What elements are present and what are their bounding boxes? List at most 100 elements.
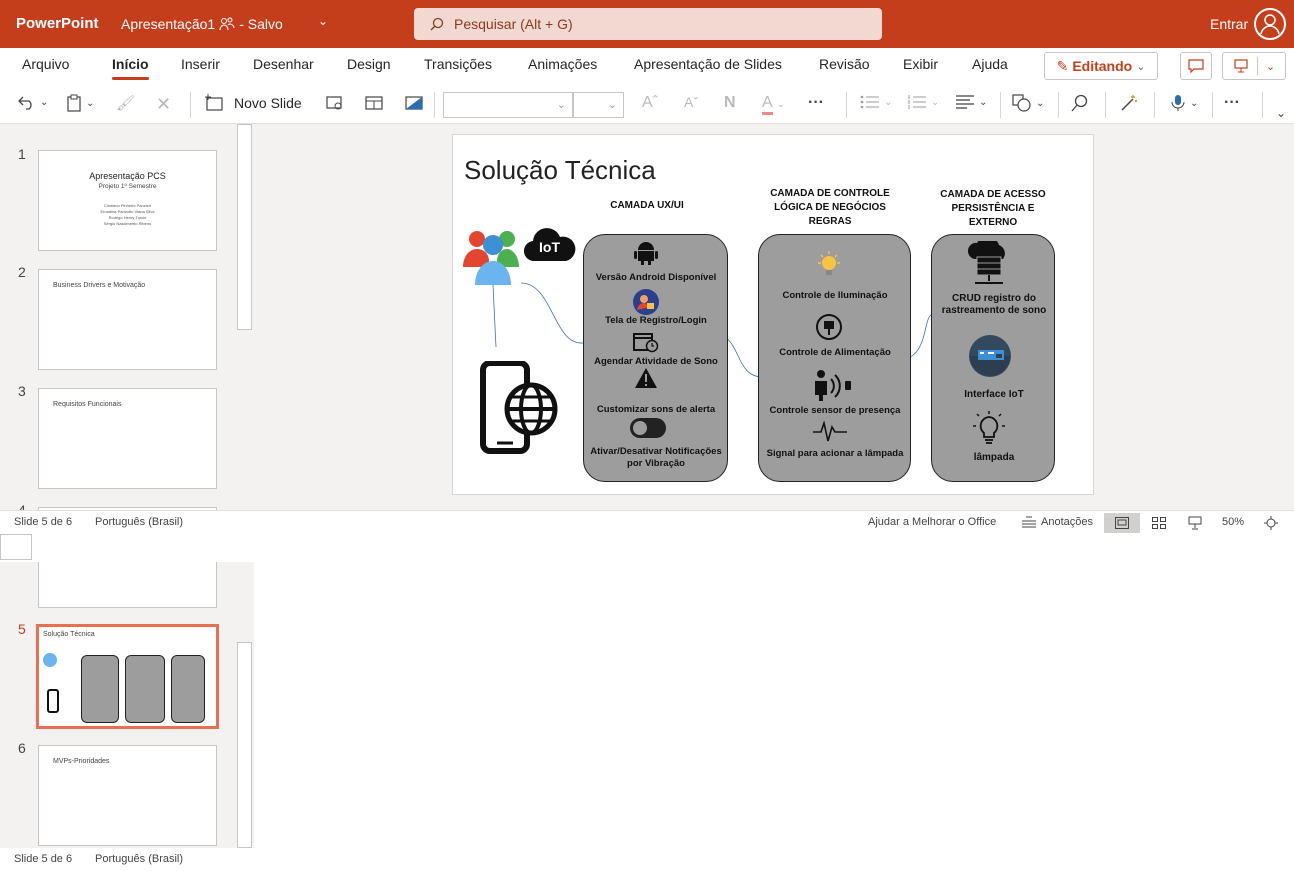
background-icon[interactable] (404, 94, 424, 112)
slide-number: 2 (18, 264, 26, 280)
slide-counter: Slide 5 de 6 (14, 853, 73, 865)
thumbnails-scrollbar[interactable] (237, 642, 252, 848)
font-color-icon[interactable]: A⌄ (762, 94, 785, 115)
comments-button[interactable] (1180, 52, 1212, 80)
chevron-down-icon: ⌄ (1265, 60, 1276, 73)
slide-thumbnail-4[interactable] (38, 507, 217, 510)
more-options-icon[interactable]: ··· (808, 94, 824, 111)
designer-icon[interactable] (1120, 94, 1138, 112)
undo-button[interactable]: ⌄ (18, 94, 48, 110)
tab-exibir[interactable]: Exibir (903, 56, 939, 72)
grow-font-icon[interactable]: Aˆ (642, 94, 658, 111)
reuse-slides-icon[interactable] (325, 94, 345, 112)
presence-sensor-icon (815, 370, 851, 401)
thumb-author: Cristiano Pinheiro Panzieri (103, 203, 152, 208)
shapes-icon[interactable]: ⌄ (1012, 94, 1044, 112)
tab-apresentacao[interactable]: Apresentação de Slides (634, 56, 782, 72)
undo-icon (18, 96, 32, 110)
slide-title[interactable]: Solução Técnica (464, 155, 656, 185)
title-bar: PowerPoint Apresentação1 - Salvo ⌄ Pesqu… (0, 0, 1294, 48)
font-size-select[interactable]: ⌄ (573, 92, 624, 118)
format-painter-icon[interactable]: 🖌 (116, 95, 136, 112)
thumb-subtitle: Projeto 1º Semestre (98, 183, 157, 190)
search-icon (430, 17, 444, 31)
editing-mode-button[interactable]: ✎ Editando ⌄ (1044, 52, 1158, 80)
slide-number: 3 (18, 383, 26, 399)
tab-design[interactable]: Design (347, 56, 391, 72)
align-icon[interactable]: ⌄ (956, 95, 988, 109)
ux-item-notificacoes: Ativar/Desativar Notificações por Vibraç… (590, 446, 722, 469)
layout-icon[interactable] (364, 94, 384, 112)
account-avatar-icon[interactable] (1254, 8, 1286, 40)
presentation-icon (1234, 59, 1248, 73)
fit-to-window-icon[interactable] (1264, 516, 1278, 533)
delete-icon[interactable]: ✕ (156, 94, 172, 114)
ribbon-tabs: Arquivo Início Inserir Desenhar Design T… (0, 48, 1294, 84)
slide-5[interactable]: Solução Técnica IoT (452, 134, 1094, 495)
tab-ajuda[interactable]: Ajuda (972, 56, 1008, 72)
cloud-server-icon (967, 241, 1005, 284)
normal-view-button[interactable] (1104, 513, 1140, 533)
chevron-down-icon: ⌄ (607, 99, 617, 111)
slideshow-view-icon[interactable] (1188, 516, 1202, 533)
language-indicator[interactable]: Português (Brasil) (95, 853, 184, 865)
present-button[interactable]: ⌄ (1222, 52, 1286, 80)
chevron-down-icon: ⌄ (556, 99, 566, 111)
slide-thumbnail-1[interactable]: Apresentação PCS Projeto 1º Semestre Cri… (38, 150, 217, 251)
iot-cloud-icon (523, 228, 576, 262)
chevron-down-icon: ⌄ (40, 96, 49, 108)
slide-thumbnail-3[interactable]: Requisitos Funcionais (38, 388, 217, 489)
help-improve-link[interactable]: Ajudar a Melhorar o Office (868, 516, 997, 528)
numbering-icon[interactable]: ⌄ (908, 95, 940, 109)
layer-box-controle (758, 234, 911, 482)
more-options-icon[interactable]: ··· (1224, 94, 1240, 111)
column-header-controle: CAMADA DE CONTROLE LÓGICA DE NEGÓCIOS RE… (770, 188, 890, 227)
ux-item-sons: Customizar sons de alerta (596, 404, 716, 415)
slide-thumbnail-6[interactable]: MVPs-Prioridades (38, 745, 217, 846)
chevron-down-icon: ⌄ (86, 97, 95, 109)
tab-arquivo[interactable]: Arquivo (22, 56, 70, 72)
slide-thumbnail-4[interactable] (38, 562, 217, 608)
notes-button[interactable]: Anotações (1022, 516, 1093, 528)
thumbnails-scrollbar[interactable] (237, 124, 252, 330)
tab-animacoes[interactable]: Animações (528, 56, 598, 72)
bullets-icon[interactable]: ⌄ (860, 94, 892, 110)
document-title: Apresentação1 (121, 16, 216, 32)
new-slide-button[interactable]: Novo Slide (204, 94, 302, 112)
thumb-title: Apresentação PCS (89, 171, 166, 181)
thumb-author: Ernadina Parizotto Viana Silva (100, 209, 155, 214)
slide-thumbnail-5[interactable]: Solução Técnica (36, 624, 219, 729)
search-input[interactable]: Pesquisar (Alt + G) (414, 8, 882, 40)
slide-sorter-icon[interactable] (1152, 517, 1166, 532)
iot-device-icon (969, 335, 1011, 377)
zoom-level[interactable]: 50% (1222, 516, 1245, 528)
column-header-acesso: CAMADA DE ACESSO PERSISTÊNCIA E EXTERNO (940, 189, 1046, 228)
paste-button[interactable]: ⌄ (66, 94, 94, 112)
status-bar-lower: Slide 5 de 6 Português (Brasil) (0, 848, 1294, 871)
chevron-down-icon[interactable]: ⌄ (318, 14, 329, 28)
acesso-item-lampada: lâmpada (973, 452, 1015, 463)
document-name[interactable]: Apresentação1 - Salvo (121, 16, 283, 32)
pencil-icon: ✎ (1056, 57, 1069, 74)
expand-ribbon-icon[interactable]: ⌄ (1276, 106, 1287, 120)
controle-item-signal: Signal para acionar a lâmpada (766, 448, 904, 459)
language-indicator[interactable]: Português (Brasil) (95, 516, 184, 528)
slide-thumbnail-2[interactable]: Business Drivers e Motivação (38, 269, 217, 370)
app-brand[interactable]: PowerPoint (16, 15, 99, 32)
slide-thumbnails-pane: 1 Apresentação PCS Projeto 1º Semestre C… (0, 124, 254, 510)
tab-desenhar[interactable]: Desenhar (253, 56, 314, 72)
status-bar: Slide 5 de 6 Português (Brasil) Ajudar a… (0, 510, 1294, 534)
tab-inserir[interactable]: Inserir (181, 56, 220, 72)
search-placeholder: Pesquisar (Alt + G) (454, 16, 573, 32)
find-icon[interactable] (1071, 94, 1089, 112)
thumb-title: Solução Técnica (43, 631, 95, 638)
slide-number: 6 (18, 740, 26, 756)
tab-revisao[interactable]: Revisão (819, 56, 870, 72)
shrink-font-icon[interactable]: Aˇ (684, 94, 698, 110)
bold-icon[interactable]: N (724, 94, 736, 111)
font-family-select[interactable]: ⌄ (443, 92, 573, 118)
sign-in-link[interactable]: Entrar (1210, 16, 1249, 32)
tab-inicio[interactable]: Início (112, 56, 149, 80)
tab-transicoes[interactable]: Transições (424, 56, 492, 72)
dictate-icon[interactable]: ⌄ (1170, 94, 1198, 112)
